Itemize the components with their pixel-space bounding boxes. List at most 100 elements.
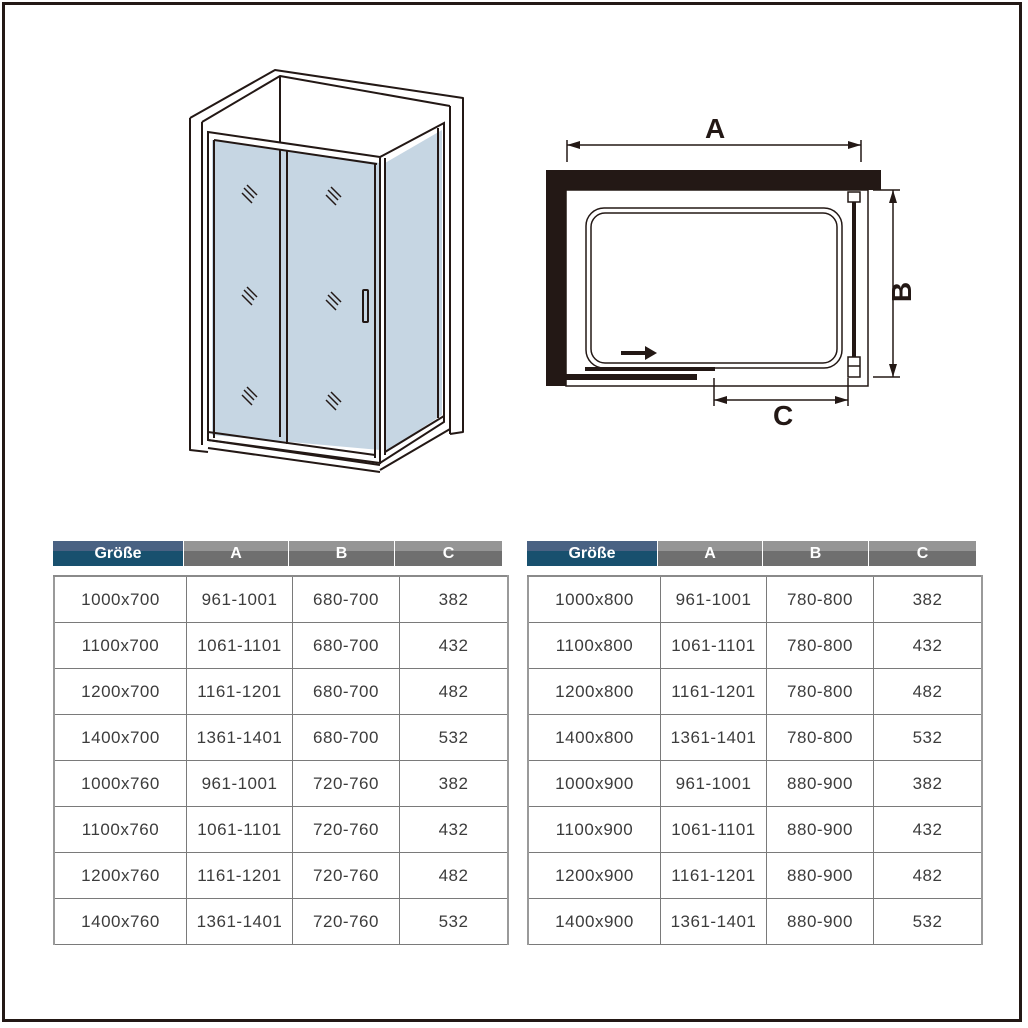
cell-c: 382	[399, 575, 509, 623]
dimension-label-b: B	[886, 281, 918, 303]
cell-a: 1361-1401	[186, 898, 293, 945]
cell-c: 532	[399, 714, 509, 761]
cell-size: 1000x900	[527, 760, 661, 807]
cell-c: 532	[873, 714, 983, 761]
cell-a: 961-1001	[186, 760, 293, 807]
cell-c: 382	[873, 760, 983, 807]
cell-size: 1400x900	[527, 898, 661, 945]
cell-size: 1200x800	[527, 668, 661, 715]
cell-c: 382	[399, 760, 509, 807]
cell-b: 680-700	[292, 622, 400, 669]
cell-c: 432	[399, 622, 509, 669]
cell-c: 532	[399, 898, 509, 945]
cell-a: 1061-1101	[186, 622, 293, 669]
table-header: Größe A B C	[53, 541, 502, 566]
cell-a: 1061-1101	[186, 806, 293, 853]
cell-size: 1200x760	[53, 852, 187, 899]
cell-a: 961-1001	[186, 575, 293, 623]
cell-size: 1100x800	[527, 622, 661, 669]
cell-a: 1161-1201	[660, 852, 767, 899]
cell-a: 1061-1101	[660, 622, 767, 669]
shower-plan-view-diagram	[546, 140, 900, 406]
cell-b: 680-700	[292, 668, 400, 715]
cell-b: 880-900	[766, 760, 874, 807]
cell-a: 1161-1201	[186, 668, 293, 715]
cell-b: 780-800	[766, 575, 874, 623]
cell-a: 1161-1201	[186, 852, 293, 899]
header-a: A	[658, 541, 763, 566]
cell-size: 1000x760	[53, 760, 187, 807]
glass-marks-icon	[241, 184, 342, 411]
cell-a: 961-1001	[660, 575, 767, 623]
cell-b: 880-900	[766, 806, 874, 853]
table-header: Größe A B C	[527, 541, 976, 566]
cell-a: 1161-1201	[660, 668, 767, 715]
cell-b: 680-700	[292, 714, 400, 761]
cell-b: 680-700	[292, 575, 400, 623]
cell-c: 532	[873, 898, 983, 945]
cell-c: 482	[399, 668, 509, 715]
header-b: B	[763, 541, 869, 566]
cell-b: 780-800	[766, 714, 874, 761]
cell-b: 780-800	[766, 668, 874, 715]
cell-a: 1361-1401	[660, 898, 767, 945]
header-b: B	[289, 541, 395, 566]
cell-a: 1061-1101	[660, 806, 767, 853]
cell-c: 482	[399, 852, 509, 899]
header-size: Größe	[527, 541, 658, 566]
dimension-label-a: A	[705, 113, 726, 144]
cell-c: 432	[873, 806, 983, 853]
cell-size: 1200x900	[527, 852, 661, 899]
cell-a: 1361-1401	[660, 714, 767, 761]
cell-b: 720-760	[292, 852, 400, 899]
cell-b: 880-900	[766, 852, 874, 899]
slide-arrow-icon	[621, 351, 647, 355]
header-c: C	[395, 541, 502, 566]
cell-c: 432	[399, 806, 509, 853]
shower-enclosure-perspective-illustration	[189, 69, 464, 473]
cell-size: 1000x700	[53, 575, 187, 623]
cell-size: 1400x700	[53, 714, 187, 761]
cell-size: 1000x800	[527, 575, 661, 623]
cell-size: 1100x760	[53, 806, 187, 853]
cell-c: 482	[873, 668, 983, 715]
cell-b: 720-760	[292, 806, 400, 853]
cell-size: 1100x900	[527, 806, 661, 853]
cell-size: 1400x800	[527, 714, 661, 761]
cell-b: 780-800	[766, 622, 874, 669]
cell-b: 720-760	[292, 898, 400, 945]
cell-size: 1200x700	[53, 668, 187, 715]
cell-size: 1400x760	[53, 898, 187, 945]
cell-size: 1100x700	[53, 622, 187, 669]
header-size: Größe	[53, 541, 184, 566]
cell-a: 1361-1401	[186, 714, 293, 761]
cell-c: 482	[873, 852, 983, 899]
cell-c: 432	[873, 622, 983, 669]
dimension-label-c: C	[773, 400, 794, 431]
cell-b: 880-900	[766, 898, 874, 945]
cell-c: 382	[873, 575, 983, 623]
header-a: A	[184, 541, 289, 566]
header-c: C	[869, 541, 976, 566]
